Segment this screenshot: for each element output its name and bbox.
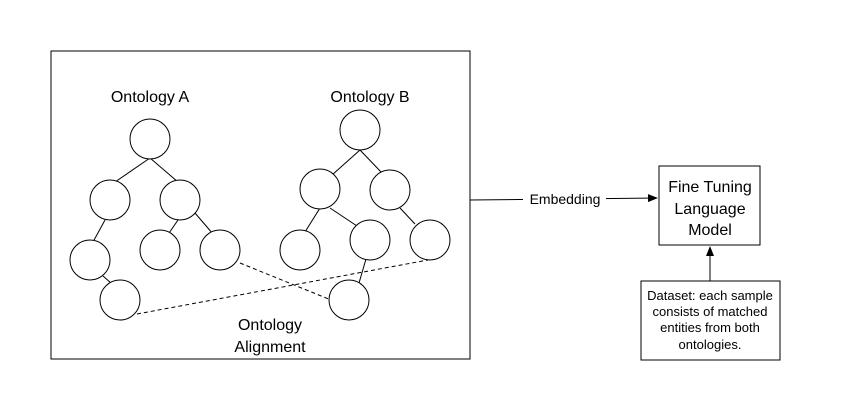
edge-b3-b6 xyxy=(399,207,416,225)
alignment-lines xyxy=(136,259,429,315)
ontology-a-node xyxy=(139,229,181,271)
dataset-box-line1: Dataset: each sample xyxy=(647,288,773,303)
model-box-line2: Language xyxy=(674,201,745,218)
model-box xyxy=(658,165,761,246)
ontology-a-nodes xyxy=(69,118,241,321)
model-box-line1: Fine Tuning xyxy=(668,179,752,196)
edge-a1-a2 xyxy=(114,157,151,183)
ontology-b-nodes xyxy=(279,109,451,321)
dataset-box-line4: ontologies. xyxy=(679,337,742,352)
ontology-a-node xyxy=(89,179,131,221)
ontology-b-node xyxy=(349,219,391,261)
ontology-b-node xyxy=(279,229,321,271)
edge-b1-b2 xyxy=(331,149,361,176)
edge-a3-a6 xyxy=(194,212,214,235)
alignment-link-2 xyxy=(136,259,429,315)
dataset-box-line2: consists of matched xyxy=(653,304,768,319)
ontology-a-node xyxy=(99,279,141,321)
edge-b2-b4 xyxy=(304,207,321,233)
ontology-b-node xyxy=(299,168,341,210)
ontology-a-title: Ontology A xyxy=(111,89,190,106)
model-box-line3: Model xyxy=(688,222,732,239)
alignment-label-line2: Alignment xyxy=(234,339,306,356)
ontology-a-node xyxy=(199,229,241,271)
ontology-b-title: Ontology B xyxy=(330,89,409,106)
embedding-label: Embedding xyxy=(530,191,601,207)
edge-b2-b5 xyxy=(329,207,358,227)
ontology-b-node xyxy=(369,169,411,211)
edge-b1-b3 xyxy=(359,149,383,174)
edge-a2-a4 xyxy=(92,219,106,243)
alignment-label-line1: Ontology xyxy=(238,317,302,334)
ontology-b-node-root xyxy=(339,109,381,151)
ontology-a-node xyxy=(69,239,111,281)
ontology-b-node xyxy=(328,279,370,321)
ontology-b-edges xyxy=(304,149,416,284)
ontology-container xyxy=(50,50,471,360)
embedding-label-bg xyxy=(523,190,606,208)
ontology-b-node xyxy=(409,219,451,261)
edge-a4-a7 xyxy=(102,275,112,284)
dataset-box-line3: entities from both xyxy=(660,320,760,335)
ontology-a-node-root xyxy=(129,118,171,160)
ontology-a-node xyxy=(159,179,201,221)
edge-b5-b7 xyxy=(358,258,367,284)
alignment-link-1 xyxy=(239,262,332,301)
edge-a1-a3 xyxy=(149,157,179,183)
dataset-box xyxy=(640,280,781,361)
